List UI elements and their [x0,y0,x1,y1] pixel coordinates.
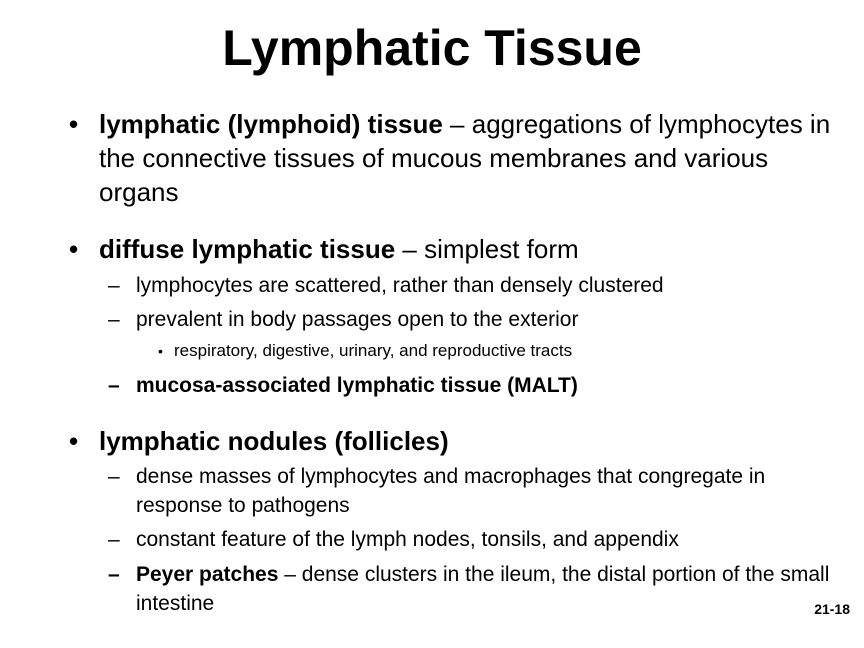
sub-sub-bullet-marker: • [158,343,163,359]
sub-bullet-text: dense masses of lymphocytes and macropha… [136,465,766,517]
bullet-text: – aggregations of lymphocytes in the con… [99,109,831,207]
sub-bullet-marker: – [108,308,120,331]
sub-bullet-text: – dense clusters in the ileum, the dista… [136,563,830,615]
sub-bullet-text: lymphocytes are scattered, rather than d… [136,274,664,297]
bullet-marker: • [69,234,79,264]
slide-title: Lymphatic Tissue [222,20,642,76]
sub-bullet-dense-masses: – dense masses of lymphocytes and macrop… [108,462,846,520]
sub-bullet-text: mucosa-associated lymphatic tissue (MALT… [136,374,578,397]
sub-bullet-text: prevalent in body passages open to the e… [136,308,579,331]
sub-bullet-marker: – [108,563,120,586]
bullet-marker: • [69,109,79,139]
sub-bullet-prevalent: – prevalent in body passages open to the… [108,305,846,334]
sub-bullet-malt: – mucosa-associated lymphatic tissue (MA… [108,371,846,400]
sub-sub-bullet-tracts: • respiratory, digestive, urinary, and r… [158,339,834,363]
sub-bullet-marker: – [108,528,120,551]
bullet-lymphatic-nodules: • lymphatic nodules (follicles) [69,424,839,458]
bullet-term: lymphatic (lymphoid) tissue [99,109,443,139]
page-number: 21-18 [814,601,850,617]
bullet-term: lymphatic nodules (follicles) [99,426,449,456]
bullet-marker: • [69,426,79,456]
sub-bullet-marker: – [108,465,120,488]
sub-sub-bullet-text: respiratory, digestive, urinary, and rep… [174,341,573,360]
sub-bullet-peyer-patches: – Peyer patches – dense clusters in the … [108,560,846,618]
bullet-term: diffuse lymphatic tissue [99,234,396,264]
bullet-lymphatic-tissue: • lymphatic (lymphoid) tissue – aggregat… [69,107,839,209]
sub-bullet-marker: – [108,274,120,297]
sub-bullet-scattered: – lymphocytes are scattered, rather than… [108,271,846,300]
sub-bullet-constant-feature: – constant feature of the lymph nodes, t… [108,525,846,554]
bullet-text: – simplest form [395,234,579,264]
sub-bullet-text: constant feature of the lymph nodes, ton… [136,528,679,551]
sub-bullet-term: Peyer patches [136,563,279,586]
sub-bullet-marker: – [108,374,120,397]
bullet-diffuse-lymphatic-tissue: • diffuse lymphatic tissue – simplest fo… [69,232,839,266]
